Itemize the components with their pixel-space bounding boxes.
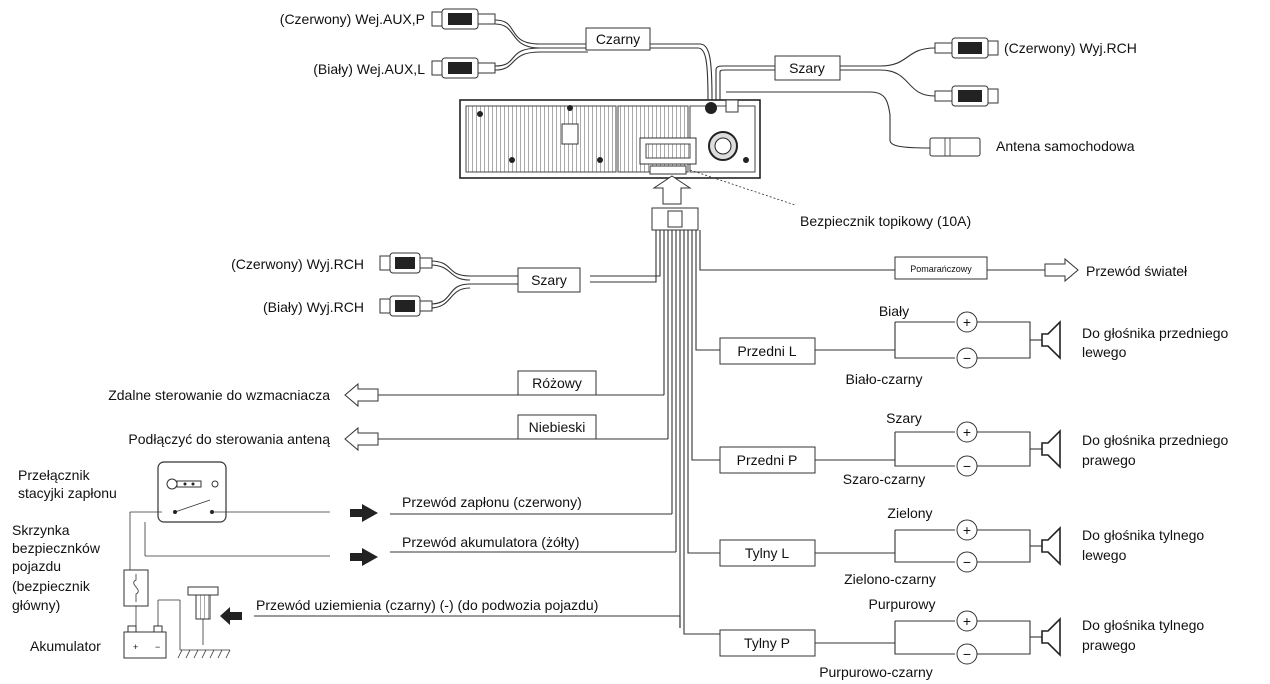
svg-text:−: − bbox=[963, 350, 971, 366]
speaker-group-rear-left: Tylny L + − Zielony Zielono-czarny Do gł… bbox=[719, 505, 1204, 587]
speaker-minus-color: Purpurowo-czarny bbox=[819, 664, 933, 680]
speaker-dest-1: Do głośnika przedniego bbox=[1082, 325, 1229, 341]
rca-output-mid-harness: (Czerwony) Wyj.RCH (Biały) Wyj.RCH Szary bbox=[231, 252, 581, 317]
speaker-minus-color: Zielono-czarny bbox=[844, 571, 936, 587]
speaker-channel-label: Przedni L bbox=[737, 343, 796, 359]
speaker-icon bbox=[1041, 526, 1061, 566]
amp-remote-arrow-icon bbox=[344, 382, 379, 408]
speaker-group-front-left: Przedni L + − Biały Biało-czarny Do głoś… bbox=[719, 303, 1229, 387]
niebieski-label: Niebieski bbox=[529, 419, 586, 435]
power-ground-section: Przełącznik stacyjki zapłonu Skrzynka be… bbox=[12, 461, 681, 659]
ground-arrow-icon bbox=[220, 607, 242, 625]
battery-icon bbox=[123, 631, 167, 659]
rca-out-white-plug-icon bbox=[934, 85, 999, 107]
speaker-dest-2: prawego bbox=[1082, 637, 1136, 653]
speaker-dest-1: Do głośnika przedniego bbox=[1082, 432, 1229, 448]
amp-remote-wire: Różowy Zdalne sterowanie do wzmacniacza bbox=[108, 370, 664, 408]
lights-label: Przewód świateł bbox=[1086, 263, 1188, 279]
antenna-ctrl-wire: Niebieski Podłączyć do sterowania anteną bbox=[128, 414, 668, 452]
speaker-icon bbox=[1041, 617, 1061, 657]
lights-wire: Pomarańczowy Przewód świateł bbox=[894, 256, 1188, 283]
speaker-icon bbox=[1041, 320, 1061, 360]
szary-top-label: Szary bbox=[789, 60, 825, 76]
aux-right-plug-icon bbox=[431, 8, 496, 30]
speaker-dest-2: lewego bbox=[1082, 547, 1127, 563]
speaker-group-rear-right: Tylny P + − Purpurowy Purpurowo-czarny D… bbox=[719, 596, 1204, 680]
connect-arrow-icon bbox=[652, 175, 692, 205]
battery-label: Akumulator bbox=[30, 638, 101, 654]
aux-input-harness: (Czerwony) Wej.AUX,P (Biały) Wej.AUX,L C… bbox=[280, 8, 713, 101]
antenna-ctrl-label: Podłączyć do sterowania anteną bbox=[128, 431, 330, 447]
svg-text:−: − bbox=[963, 554, 971, 570]
speaker-plus-color: Purpurowy bbox=[869, 596, 936, 612]
lights-arrow-icon bbox=[1044, 257, 1079, 283]
ignition-arrow-icon bbox=[350, 504, 378, 522]
speaker-dest-1: Do głośnika tylnego bbox=[1082, 617, 1204, 633]
speaker-minus-color: Biało-czarny bbox=[845, 371, 922, 387]
svg-text:−: − bbox=[155, 642, 160, 652]
antenna-ctrl-arrow-icon bbox=[344, 426, 379, 452]
speaker-icon bbox=[1041, 429, 1061, 469]
ground-wire-label: Przewód uziemienia (czarny) (-) (do podw… bbox=[256, 597, 598, 613]
svg-text:+: + bbox=[963, 613, 971, 629]
aux-right-label: (Czerwony) Wej.AUX,P bbox=[280, 11, 425, 27]
ignition-switch-icon bbox=[157, 461, 227, 523]
ground-bolt-icon bbox=[177, 586, 231, 659]
rch-red-label: (Czerwony) Wyj.RCH bbox=[231, 256, 364, 272]
rch-red-plug-icon bbox=[379, 252, 433, 274]
svg-text:+: + bbox=[963, 522, 971, 538]
rozowy-label: Różowy bbox=[532, 375, 582, 391]
fusebox-label-4: (bezpiecznik bbox=[12, 578, 91, 594]
aux-left-plug-icon bbox=[431, 57, 496, 79]
speaker-channel-label: Tylny P bbox=[744, 635, 790, 651]
iso-connector-icon bbox=[651, 207, 699, 231]
fusebox-label-3: pojazdu bbox=[12, 558, 61, 574]
fusebox-label-1: Skrzynka bbox=[12, 522, 70, 538]
czarny-label: Czarny bbox=[596, 31, 640, 47]
ignition-switch-label-2: stacyjki zapłonu bbox=[18, 485, 117, 501]
svg-text:−: − bbox=[963, 458, 971, 474]
speaker-channel-label: Przedni P bbox=[737, 452, 798, 468]
speaker-plus-color: Biały bbox=[879, 303, 909, 319]
key-icon bbox=[166, 478, 202, 490]
svg-text:+: + bbox=[133, 642, 138, 652]
speaker-dest-1: Do głośnika tylnego bbox=[1082, 527, 1204, 543]
pomaranczowy-label: Pomarańczowy bbox=[910, 264, 972, 274]
rch-out-top-label: (Czerwony) Wyj.RCH bbox=[1004, 40, 1137, 56]
szary-mid-label: Szary bbox=[531, 272, 567, 288]
battery-wire-label: Przewód akumulatora (żółty) bbox=[402, 534, 579, 550]
antenna-car-label: Antena samochodowa bbox=[996, 138, 1135, 154]
antenna-plug-icon bbox=[929, 137, 981, 157]
aux-left-label: (Biały) Wej.AUX,L bbox=[313, 61, 425, 77]
speaker-minus-color: Szaro-czarny bbox=[843, 471, 925, 487]
speaker-channel-label: Tylny L bbox=[745, 545, 790, 561]
svg-text:+: + bbox=[963, 314, 971, 330]
harness-trunk bbox=[590, 230, 895, 635]
rca-out-red-plug-icon bbox=[934, 37, 999, 59]
svg-text:−: − bbox=[963, 646, 971, 662]
battery-arrow-icon bbox=[350, 548, 378, 566]
amp-remote-label: Zdalne sterowanie do wzmacniacza bbox=[108, 387, 330, 403]
ignition-wire-label: Przewód zapłonu (czerwony) bbox=[402, 494, 582, 510]
fusebox-label-2: bezpiecznków bbox=[12, 540, 101, 556]
svg-text:+: + bbox=[963, 424, 971, 440]
fuse-label: Bezpiecznik topikowy (10A) bbox=[800, 213, 971, 229]
rch-white-label: (Biały) Wyj.RCH bbox=[263, 299, 364, 315]
fusebox-label-5: główny) bbox=[12, 597, 60, 613]
speaker-group-front-right: Przedni P + − Szary Szaro-czarny Do głoś… bbox=[719, 410, 1229, 487]
rca-output-top-harness: Szary (Czerwony) Wyj.RCH Antena samochod… bbox=[715, 37, 1137, 157]
head-unit-rear-icon bbox=[459, 99, 761, 179]
ignition-switch-label-1: Przełącznik bbox=[18, 467, 91, 483]
speaker-plus-color: Zielony bbox=[887, 505, 932, 521]
speaker-plus-color: Szary bbox=[886, 410, 922, 426]
speaker-dest-2: lewego bbox=[1082, 344, 1127, 360]
rch-white-plug-icon bbox=[379, 295, 433, 317]
speaker-dest-2: prawego bbox=[1082, 452, 1136, 468]
